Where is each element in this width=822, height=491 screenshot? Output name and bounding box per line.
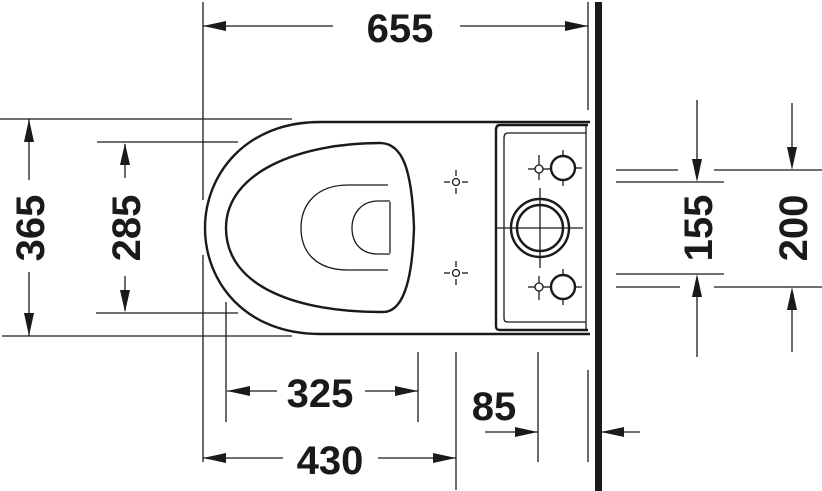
fixing-point-bottom (444, 261, 468, 285)
connector-bottom (528, 269, 582, 305)
dimension-label-155: 155 (677, 195, 721, 262)
flush-button-circle (497, 188, 583, 268)
fixing-point-top (444, 170, 468, 194)
dimension-label-325: 325 (287, 372, 354, 416)
bowl-inner-rim (300, 184, 388, 271)
bowl-outline (203, 120, 590, 336)
seat-outline (224, 141, 416, 314)
connector-top (528, 150, 582, 186)
dimension-430: 430 (203, 352, 457, 490)
dimension-label-430: 430 (297, 439, 364, 483)
dimension-155: 155 (616, 100, 724, 357)
dimension-655: 655 (202, 2, 588, 110)
dimension-365: 365 (0, 118, 292, 337)
dimension-label-285: 285 (105, 195, 149, 262)
dimension-label-365: 365 (9, 195, 53, 262)
dimension-label-655: 655 (367, 7, 434, 51)
dimension-label-200: 200 (772, 195, 816, 262)
dimension-label-85: 85 (472, 385, 517, 429)
dimension-325: 325 (227, 352, 419, 422)
dimension-200: 200 (714, 103, 822, 352)
dimension-285: 285 (96, 141, 238, 314)
bowl-outlet (351, 200, 391, 255)
dimension-85: 85 (472, 352, 640, 462)
wall-line (595, 2, 602, 491)
